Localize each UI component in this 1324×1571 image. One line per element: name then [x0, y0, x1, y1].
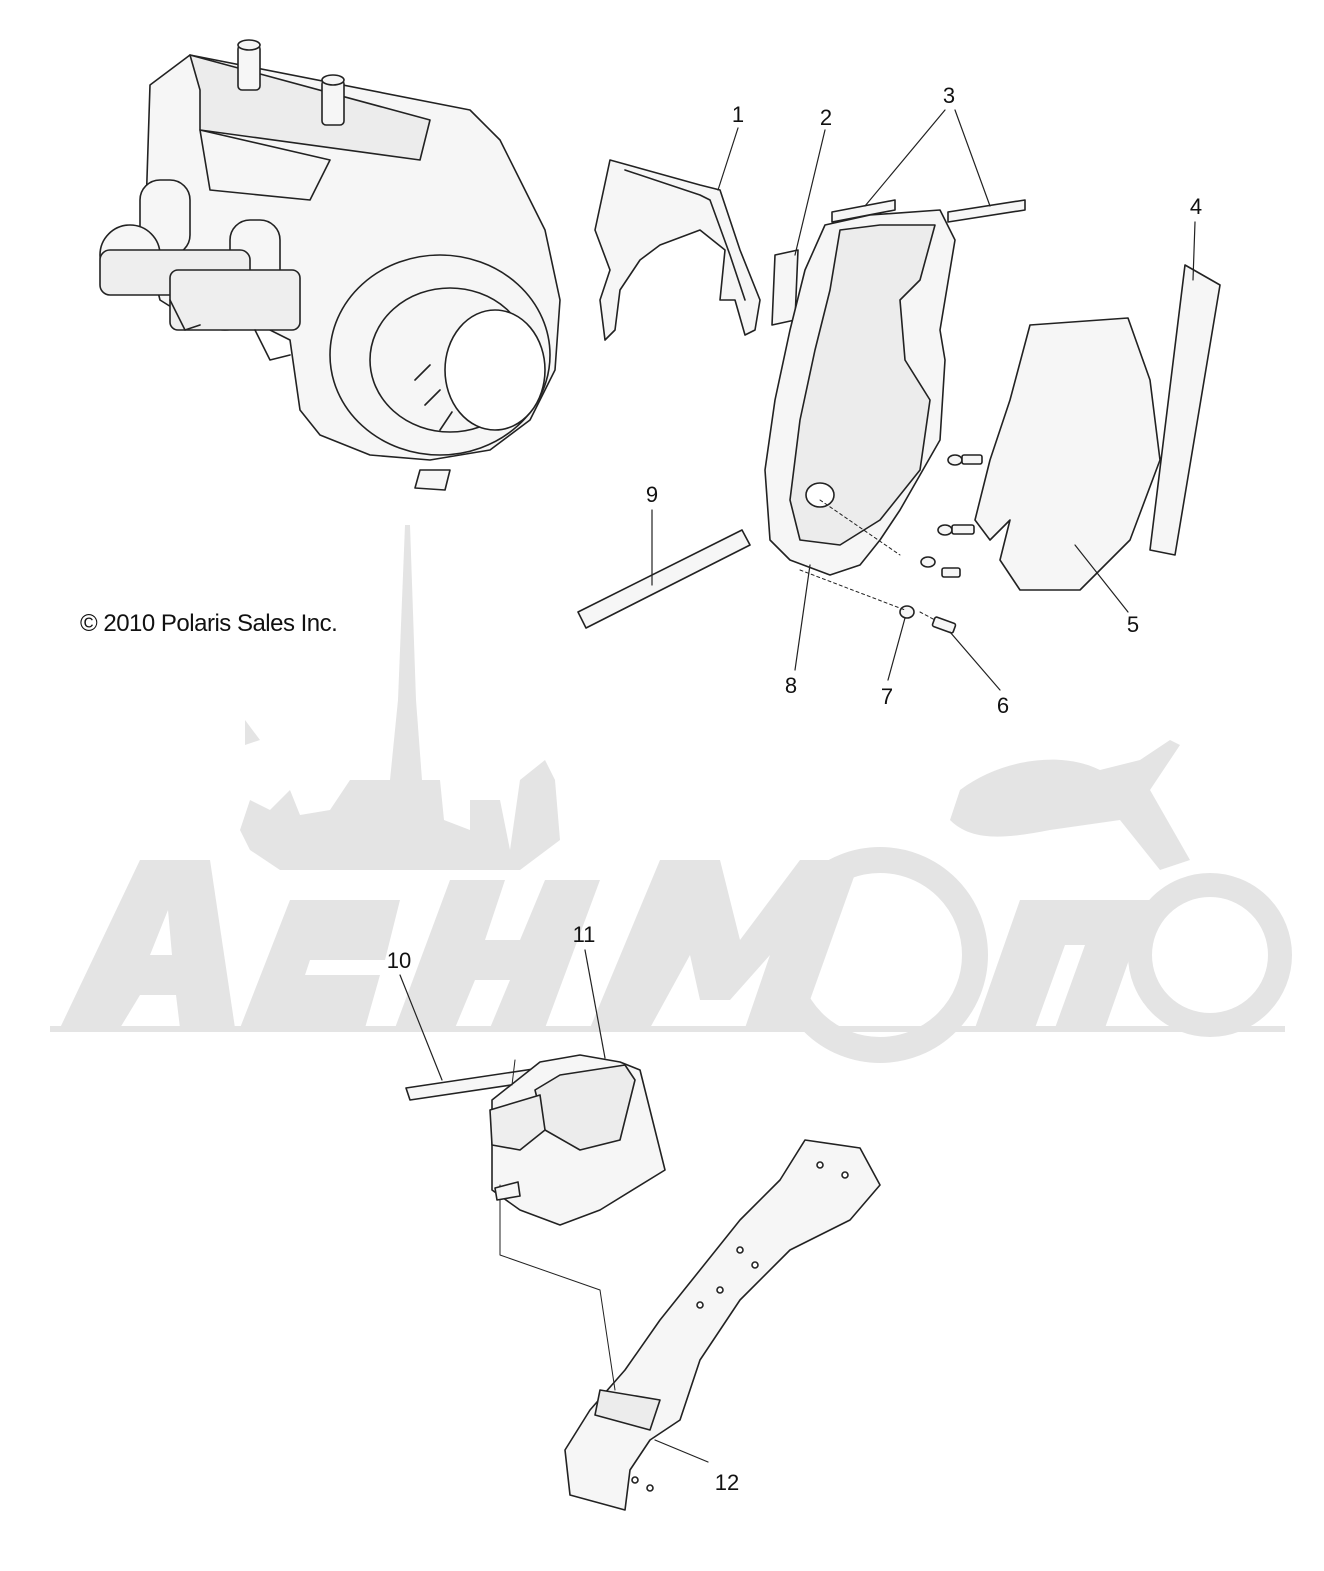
part-11-opening: [534, 1064, 636, 1151]
leader-4: [1192, 221, 1196, 281]
leader-1: [717, 127, 739, 191]
washer-1: [947, 454, 963, 466]
watermark-letter-1: [60, 860, 235, 1028]
part-5-panel: [974, 317, 1161, 591]
part-3-strip-b: [947, 199, 1026, 223]
callout-7: 7: [880, 684, 894, 709]
watermark-baseline: [50, 1026, 1285, 1032]
callout-9: 9: [645, 482, 659, 507]
washer-3: [920, 556, 936, 568]
callout-12: 12: [714, 1470, 740, 1495]
leader-3a: [864, 109, 946, 207]
part-1-gasket-inner: [624, 169, 746, 301]
recoil-ticks: [414, 364, 453, 431]
bolt-2: [951, 524, 975, 535]
part-11-side: [489, 1094, 546, 1151]
spark-plug-1: [237, 44, 261, 91]
watermark-letter-2: [240, 900, 400, 1028]
callout-5: 5: [1126, 612, 1140, 637]
leader-2: [794, 129, 826, 256]
part-12-plate: [594, 1389, 661, 1431]
leader-5: [1074, 544, 1129, 613]
washer-7: [899, 605, 915, 619]
mount-tabs: [169, 299, 291, 361]
watermark-letter-4: [590, 860, 860, 1028]
part-11-guide: [511, 1059, 516, 1086]
spark-plug-1-top: [237, 39, 261, 51]
assembly-lines-upper: [799, 499, 936, 621]
assembly-lines-lower: [499, 1184, 616, 1391]
part-3-strip-a: [831, 199, 896, 223]
leader-6: [949, 631, 1001, 691]
spark-plug-2-top: [321, 74, 345, 86]
rear-wheel: [1128, 873, 1292, 1037]
watermark-letter-5: [975, 900, 1150, 1028]
part-8-cover-inner: [789, 224, 936, 546]
motorcycle-body: [950, 740, 1190, 870]
leader-7: [887, 617, 906, 681]
callout-2: 2: [819, 105, 833, 130]
engine-fin-section: [199, 129, 331, 201]
leader-10: [399, 974, 443, 1081]
part-4-strip: [1149, 264, 1221, 556]
callout-6: 6: [996, 693, 1010, 718]
leader-12: [654, 1439, 709, 1463]
bolt-3: [941, 567, 961, 578]
engine-assembly: [99, 39, 561, 491]
watermark-letter-3: [395, 880, 600, 1028]
callout-4: 4: [1189, 194, 1203, 219]
leader-lines: [399, 109, 1196, 1463]
part-8-hole: [805, 482, 835, 508]
callout-1: 1: [731, 102, 745, 127]
leader-3b: [954, 109, 991, 207]
part-1-gasket: [594, 159, 761, 341]
washer-2: [937, 524, 953, 536]
callout-3: 3: [942, 83, 956, 108]
copyright-notice: © 2010 Polaris Sales Inc.: [80, 610, 338, 637]
cathedral-silhouette: [240, 525, 560, 870]
callout-11: 11: [572, 922, 596, 947]
spark-plug-2: [321, 79, 345, 126]
recoil-handle: [414, 469, 451, 491]
bolt-1: [961, 454, 983, 465]
callout-8: 8: [784, 673, 798, 698]
intake-boot: [169, 269, 301, 331]
bolt-6: [931, 616, 957, 634]
shield-rivets: [631, 1161, 849, 1492]
leader-11: [584, 949, 606, 1059]
part-9-strip: [577, 529, 751, 629]
leader-8: [794, 564, 811, 671]
recoil-cap: [444, 309, 546, 431]
flag-shape: [245, 720, 260, 745]
callout-10: 10: [386, 948, 412, 973]
part-11-bracket: [494, 1181, 521, 1201]
